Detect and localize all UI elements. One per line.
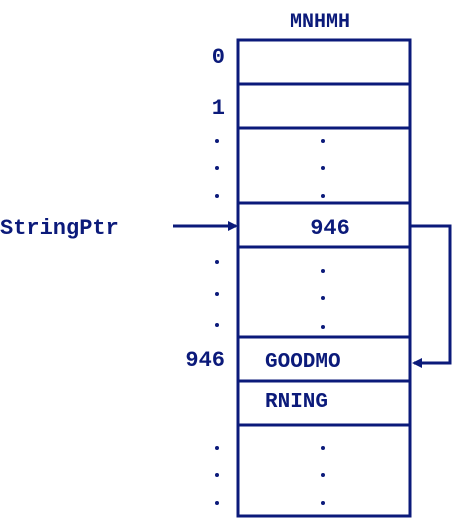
pointer-label: StringPtr <box>0 216 119 241</box>
memory-column <box>236 38 412 518</box>
pointer-cell-value: 946 <box>310 216 350 241</box>
address-label-0: 0 <box>212 45 225 70</box>
reference-arrow <box>410 224 452 368</box>
address-label-1: 1 <box>212 96 225 121</box>
address-label-946: 946 <box>185 348 225 373</box>
cell-ellipsis <box>321 139 325 505</box>
string-cell-part-2: RNING <box>265 391 328 414</box>
row-separators <box>238 82 410 427</box>
memory-title: MNHMH <box>290 11 350 34</box>
left-ellipsis <box>215 139 219 505</box>
string-cell-part-1: GOODMO <box>265 351 341 374</box>
